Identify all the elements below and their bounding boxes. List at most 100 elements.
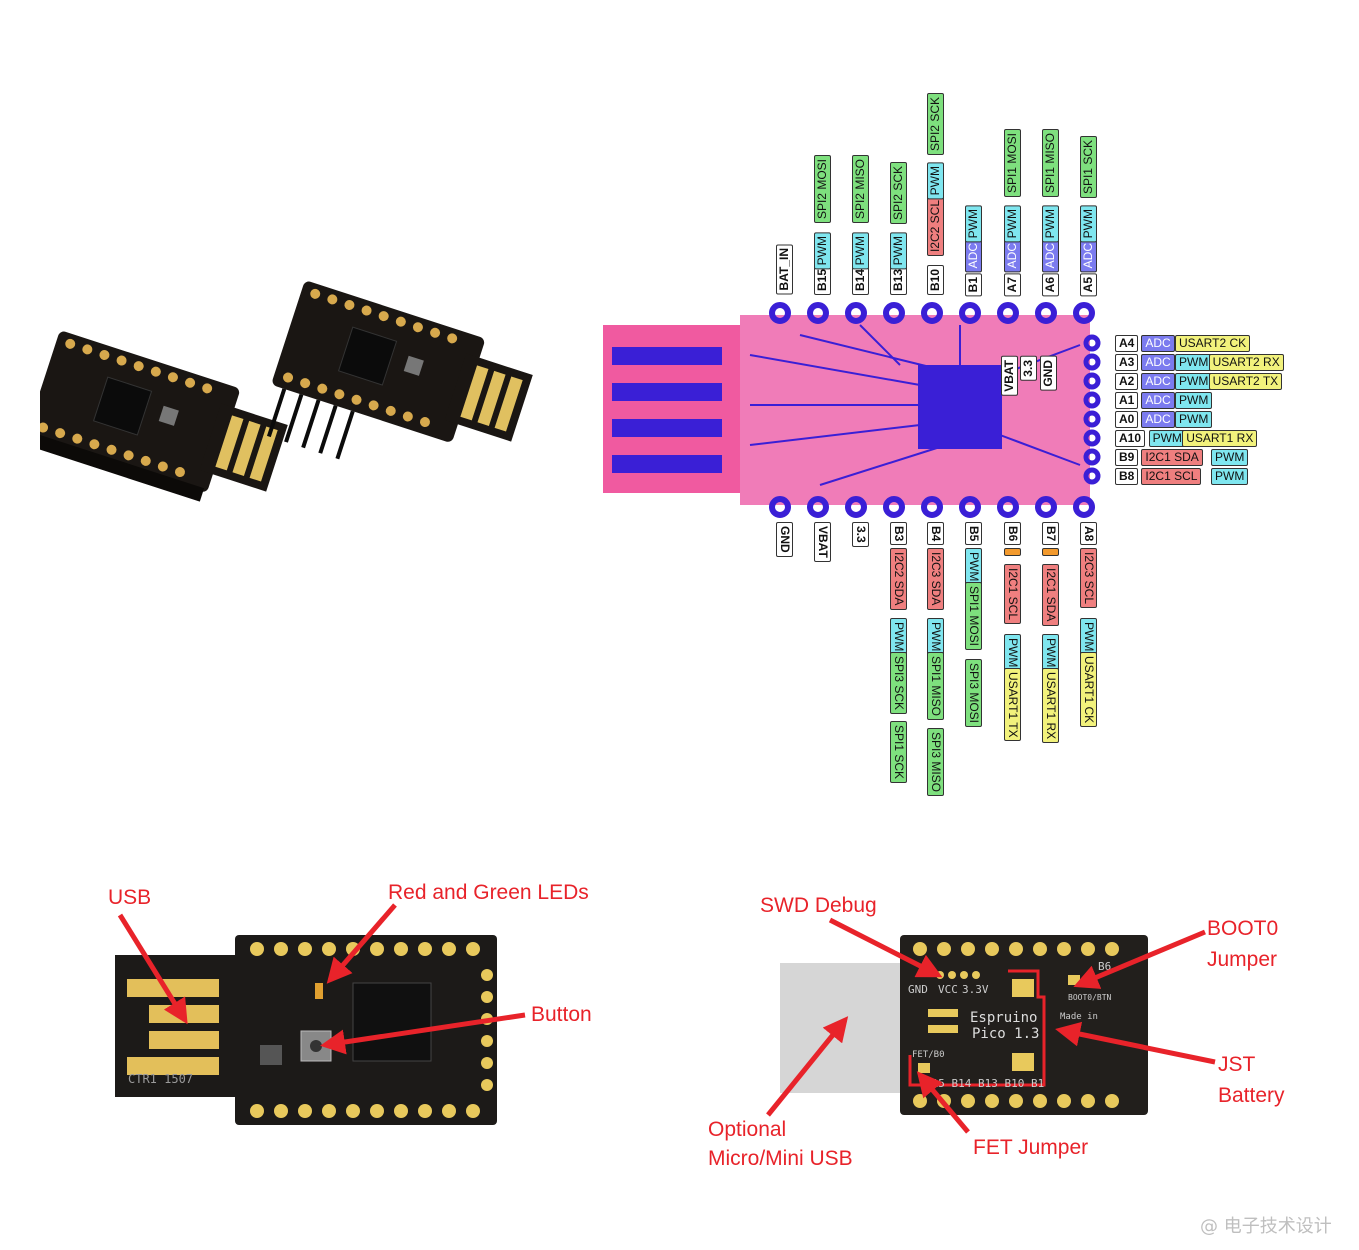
top-pin-label: A6 (1042, 272, 1059, 296)
back-silk-pico: Pico 1.3 (972, 1026, 1040, 1042)
callout-button: Button (531, 1003, 592, 1026)
right-pin-func: PWM (1175, 354, 1213, 371)
right-pin-label: A1 (1115, 392, 1139, 409)
top-pin-func: SPI2 SCK (927, 92, 944, 155)
right-pin-func: PWM (1148, 430, 1186, 447)
bottom-pin-func (1004, 548, 1021, 557)
bottom-pin-func: SPI1 SCK (890, 721, 907, 784)
callout-usb: USB (108, 886, 152, 909)
right-pin-func: USART2 CK (1175, 335, 1251, 352)
top-pin-func: SPI1 SCK (1080, 135, 1097, 198)
photo-board-front (115, 935, 497, 1125)
bottom-pin-func: I2C1 SCL (1004, 564, 1021, 625)
bottom-pin-func: SPI3 MOSI (965, 658, 982, 727)
back-silk-fet: FET/B0 (912, 1050, 945, 1060)
top-pin-func: PWM (814, 231, 831, 270)
bottom-pin-func: I2C3 SDA (927, 548, 944, 610)
bottom-pin-func: PWM (1004, 634, 1021, 672)
board-left (40, 331, 288, 502)
right-pin-func: I2C1 SCL (1141, 468, 1202, 485)
right-pin-func: PWM (1211, 468, 1249, 485)
back-silk-33: 3.3V (962, 983, 989, 996)
top-pin-label: A7 (1004, 272, 1021, 296)
back-silk-gnd: GND (908, 983, 928, 996)
bottom-pin-func: USART1 RX (1042, 667, 1059, 743)
right-pin-func: PWM (1175, 411, 1213, 428)
top-pin-func: PWM (852, 231, 869, 270)
bottom-pin-func: SPI1 MISO (927, 651, 944, 720)
right-pin-func: ADC (1141, 354, 1175, 371)
bottom-pin-func: USART1 TX (1004, 667, 1021, 742)
top-pin-label: A5 (1080, 272, 1097, 296)
right-pin-label: A10 (1115, 430, 1146, 447)
right-pin-func: PWM (1211, 449, 1249, 466)
bottom-pin-func: PWM (927, 618, 944, 656)
right-pin-func: ADC (1141, 411, 1175, 428)
top-pin-label: B13 (890, 265, 907, 296)
top-pin-func: PWM (1042, 205, 1059, 243)
bottom-pin-func: I2C3 SCL (1080, 548, 1097, 609)
bottom-pin-func: PWM (1042, 634, 1059, 672)
callout-fet: FET Jumper (973, 1136, 1089, 1159)
top-pin-func: SPI1 MOSI (1004, 128, 1021, 197)
right-pin-func: ADC (1141, 373, 1175, 390)
top-pin-func: ADC (965, 239, 982, 273)
top-pin-label: B14 (852, 265, 869, 296)
top-pads (769, 302, 1095, 324)
right-pin-label: A4 (1115, 335, 1139, 352)
top-pin-func: ADC (1042, 239, 1059, 273)
bottom-pin-func (1042, 548, 1059, 557)
top-pin-func: PWM (1004, 205, 1021, 243)
front-callout-arrows (117, 903, 526, 1055)
bottom-pin-func: SPI1 MOSI (965, 582, 982, 651)
back-silk-made: Made in (1060, 1012, 1098, 1022)
top-pin-label: B15 (814, 265, 831, 296)
right-pin-label: A2 (1115, 373, 1139, 390)
right-pin-func: ADC (1141, 392, 1175, 409)
bottom-pin-label: 3.3 (852, 522, 869, 547)
bottom-pin-func: I2C2 SDA (890, 548, 907, 610)
top-pin-label: BAT_IN (776, 243, 793, 295)
right-pin-func: PWM (1175, 392, 1213, 409)
right-pin-func: PWM (1175, 373, 1213, 390)
bottom-pin-func: I2C1 SDA (1042, 564, 1059, 626)
right-pin-label: B9 (1115, 449, 1139, 466)
right-pin-func: ADC (1141, 335, 1175, 352)
watermark: @ 电子技术设计 (1200, 1216, 1332, 1237)
bottom-pads (769, 496, 1095, 518)
back-silk-bottom: B15 B14 B13 B10 B1 (925, 1077, 1045, 1090)
callout-boot0-line2: Jumper (1207, 948, 1278, 971)
bottom-pin-label: VBAT (814, 522, 831, 562)
bottom-pin-label: B7 (1042, 522, 1059, 546)
pcb-layout (603, 302, 1101, 518)
callout-usb-line1: Optional (708, 1118, 787, 1141)
callout-jst-line1: JST (1218, 1053, 1256, 1076)
top-pin-func: PWM (927, 162, 944, 200)
top-pin-label: B10 (927, 265, 944, 296)
back-silk-boot: BOOT0/BTN (1068, 993, 1112, 1002)
top-pin-func: SPI2 SCK (890, 162, 907, 225)
top-pin-func: ADC (1080, 239, 1097, 273)
inner-label-gnd: GND (1040, 356, 1057, 391)
inner-label-vbat: VBAT (1001, 356, 1018, 396)
top-pin-func: SPI1 MISO (1042, 128, 1059, 197)
front-silkscreen: CTR1 1507 (128, 1072, 194, 1086)
callout-leds: Red and Green LEDs (388, 881, 589, 904)
bottom-pin-func: PWM (1080, 618, 1097, 656)
top-pin-func: SPI2 MOSI (814, 155, 831, 224)
top-pin-func: PWM (890, 231, 907, 270)
right-pin-func: USART1 RX (1182, 430, 1258, 447)
top-pin-label: B1 (965, 272, 982, 296)
top-pin-func: SPI2 MISO (852, 155, 869, 224)
mcu-chip (918, 365, 1002, 449)
callout-jst-line2: Battery (1218, 1084, 1285, 1107)
right-pin-func: I2C1 SDA (1141, 449, 1203, 466)
top-pin-func: ADC (1004, 239, 1021, 273)
bottom-pin-label: B5 (965, 522, 982, 546)
right-pin-label: A0 (1115, 411, 1139, 428)
bottom-pin-func: SPI3 SCK (890, 651, 907, 714)
back-silk-b6: B6 (1098, 960, 1112, 973)
inner-label-3v3: 3.3 (1020, 356, 1037, 381)
top-pin-func: PWM (965, 205, 982, 243)
bottom-pin-label: GND (776, 522, 793, 557)
